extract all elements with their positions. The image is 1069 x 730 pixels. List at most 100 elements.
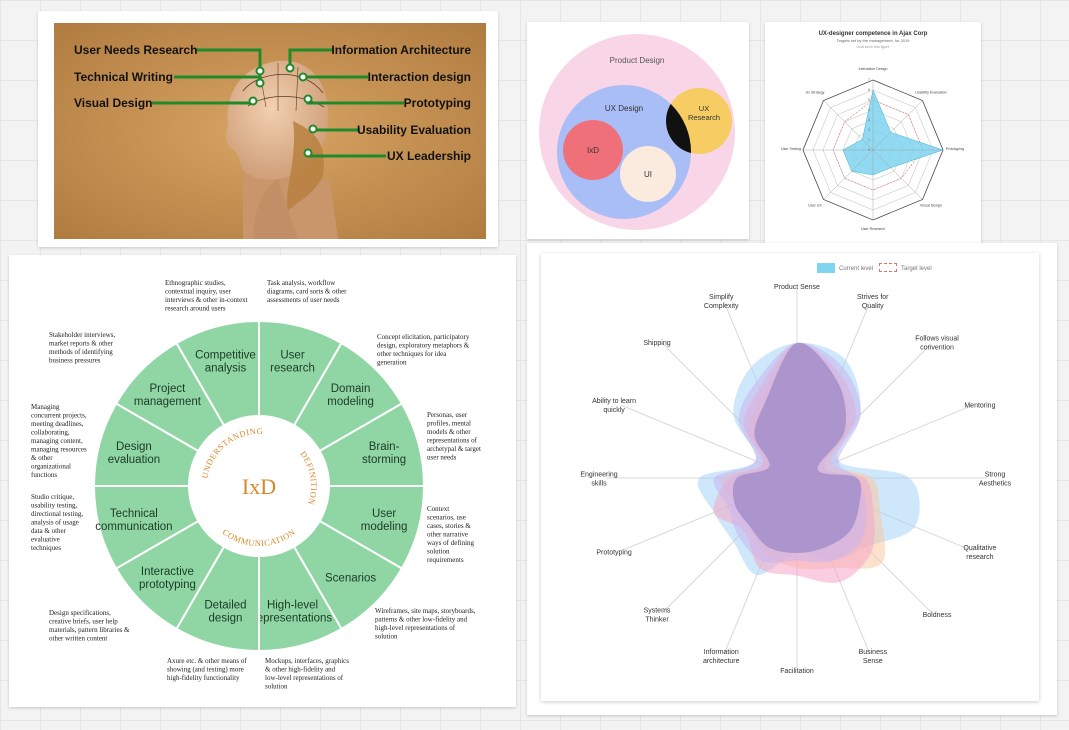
competence-axis-line [823, 149, 874, 200]
ixd-segment-label: analysis [205, 362, 247, 374]
skills-axis-label: quickly [603, 407, 625, 414]
ixd-annotation: patterns & other low-fidelity and [375, 616, 468, 624]
ixd-annotation: scenarios, use [427, 514, 466, 522]
phrenology-connector [311, 128, 360, 132]
ixd-annotation: Personas, user [427, 411, 468, 419]
venn-diagram: Product Design UX Design UX Research IxD… [539, 34, 735, 230]
ixd-segment-label: research [270, 362, 315, 374]
ixd-annotation: Mockups, interfaces, graphics [265, 657, 349, 665]
ixd-segment-label: High-level [267, 600, 318, 612]
competence-axis-label: User UX [808, 204, 822, 208]
phrenology-label-right: Prototyping [403, 96, 471, 110]
ixd-segment-label: Detailed [204, 600, 246, 612]
ixd-annotation: materials, pattern libraries & [49, 626, 130, 634]
ixd-annotation: Studio critique, [31, 493, 74, 501]
ixd-label: IxD [587, 146, 599, 155]
legend-current-label: Current level [839, 266, 874, 272]
ixd-annotation: requirements [427, 556, 464, 564]
ixd-segment-label: Interactive [141, 566, 194, 578]
ixd-segment-label: User [372, 508, 396, 520]
competence-target-series [832, 99, 924, 191]
ixd-segment-label: representations [253, 613, 333, 625]
ixd-segment-label: storming [362, 454, 406, 466]
competence-axis-label: Prototyping [946, 147, 964, 151]
ixd-segment-label: Project [150, 383, 187, 395]
ixd-center-label: IxD [242, 474, 276, 499]
skills-axis-label: skills [591, 481, 607, 488]
skills-axis-label: Qualitative [963, 545, 996, 552]
phrenology-node [298, 72, 308, 82]
ixd-annotation: user needs [427, 454, 457, 462]
competence-axis-line [872, 149, 923, 200]
phrenology-node [308, 124, 318, 134]
phrenology-connector [288, 48, 334, 68]
skills-axis-label: Prototyping [596, 549, 632, 556]
ixd-segment-label: modeling [327, 396, 374, 408]
phrenology-illustration [54, 23, 486, 239]
ixd-annotation: representations of [427, 437, 478, 445]
competence-axis-label: User Testing [781, 147, 801, 151]
ixd-annotation: organizational [31, 463, 71, 471]
venn-card[interactable]: Product Design UX Design UX Research IxD… [527, 22, 749, 239]
ixd-annotation: low-level representations of [265, 674, 344, 682]
ixd-annotation: solution [427, 548, 450, 556]
ixd-annotation: managing resources [31, 446, 87, 454]
ixd-annotation: Managing [31, 403, 60, 411]
ixd-annotation: Wireframes, site maps, storyboards, [375, 607, 476, 615]
skills-axis-label: Product Sense [774, 284, 820, 291]
phrenology-node [285, 63, 295, 73]
ixd-segment [318, 485, 426, 570]
ixd-annotation: meeting deadlines, [31, 420, 84, 428]
skills-axis-label: Ability to learn [592, 398, 636, 405]
ixd-annotation: Stakeholder interviews, [49, 331, 115, 339]
ux-research-label-1: UX [699, 104, 709, 113]
skills-axis-label: Business [859, 649, 888, 656]
ixd-annotation: design, exploratory metaphors & [377, 342, 470, 350]
ixd-annotation: showing (and testing) more [167, 666, 244, 674]
phrenology-node [303, 94, 313, 104]
ixd-annotation: Context [427, 505, 449, 513]
legend-current-swatch [817, 263, 835, 273]
phrenology-node [255, 66, 265, 76]
competence-radar-card[interactable]: UX-designer competence in Ajax Corp Targ… [765, 22, 981, 252]
ui-circle [620, 146, 676, 202]
phrenology-label-right: UX Leadership [386, 149, 471, 163]
competence-tick-label: 4 [868, 108, 870, 112]
competence-tick-label: 2 [868, 128, 870, 132]
competence-axis-label: Ux Strategy [806, 90, 825, 94]
ixd-annotation: creative briefs, user help [49, 618, 118, 626]
ixd-annotation: Concept elicitation, participatory [377, 333, 470, 341]
ixd-annotation: other techniques for idea [377, 350, 447, 358]
competence-axis-line [823, 100, 874, 151]
ixd-segment [292, 519, 404, 631]
ixd-annotation: & other [31, 454, 53, 462]
ixd-segment [292, 341, 404, 453]
ixd-segment [318, 402, 426, 487]
ixd-segment [114, 519, 226, 631]
ixd-segment [175, 319, 260, 427]
skills-series-blob [732, 342, 862, 553]
ixd-annotation: functions [31, 471, 57, 479]
ixd-annotation: Ethnographic studies, [165, 279, 226, 287]
skills-axis-label: Engineering [580, 472, 617, 479]
ixd-annotation: high-level representations of [375, 624, 456, 632]
ixd-annotation: data & other [31, 527, 67, 535]
product-design-label: Product Design [610, 56, 665, 65]
ixd-annotation: & other high-fidelity and [265, 666, 336, 674]
ixd-annotation: analysis of usage [31, 519, 79, 527]
ixd-annotation: other narrative [427, 531, 468, 539]
ui-label: UI [644, 170, 652, 179]
skills-axis-label: Quality [862, 303, 884, 310]
ixd-annotation: market reports & other [49, 340, 114, 348]
ixd-annotation: ways of defining [427, 539, 475, 547]
ixd-annotation: methods of identifying [49, 348, 113, 356]
ixd-segment-label: Competitive [195, 349, 256, 361]
ixd-segment-label: Domain [331, 383, 371, 395]
ixd-annotation: evaluative [31, 536, 60, 544]
ixd-annotation: managing content, [31, 437, 83, 445]
phrenology-node [303, 148, 313, 158]
